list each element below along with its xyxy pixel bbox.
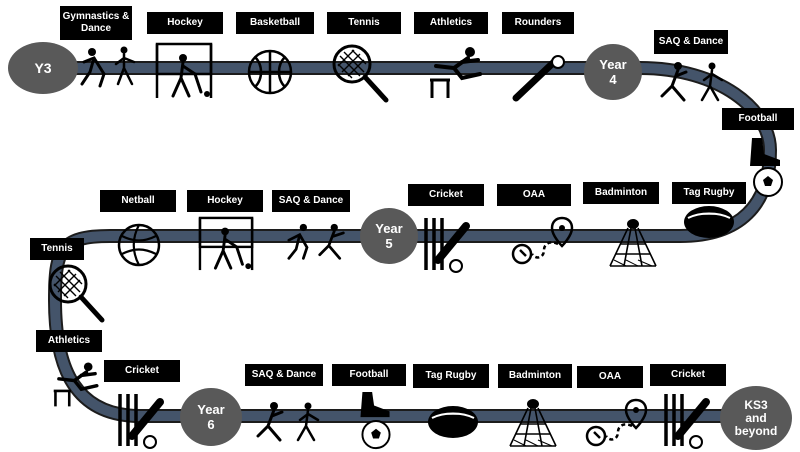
athletics-hurdles-icon (53, 362, 99, 407)
rounders-bat-icon (512, 55, 565, 102)
label-cricket2-y6: Cricket (650, 364, 726, 386)
hockey-icon (198, 216, 254, 271)
basketball-icon (247, 49, 293, 95)
year-circle-y3: Y3 (8, 42, 78, 94)
label-hockey: Hockey (147, 12, 223, 34)
hockey-icon (155, 42, 213, 98)
label-athletics-y6: Athletics (36, 330, 102, 352)
badminton-shuttlecock-icon (609, 219, 657, 267)
label-tag-rugby-y5: Tag Rugby (672, 182, 746, 204)
label-football-y6: Football (332, 364, 406, 386)
label-saq-dance: SAQ & Dance (654, 30, 728, 54)
tennis-racket-icon (48, 264, 105, 323)
label-football: Football (722, 108, 794, 130)
label-oaa-y6: OAA (577, 366, 643, 388)
oaa-map-pin-icon (585, 398, 648, 447)
saq-dance-icon (660, 62, 724, 102)
label-tennis-y5: Tennis (30, 238, 84, 260)
badminton-shuttlecock-icon (509, 399, 557, 447)
label-badminton-y5: Badminton (583, 182, 659, 204)
label-saq-dance-y6: SAQ & Dance (245, 364, 323, 386)
label-netball: Netball (100, 190, 176, 212)
label-basketball: Basketball (236, 12, 314, 34)
tennis-racket-icon (332, 44, 389, 103)
label-cricket-y6: Cricket (104, 360, 180, 382)
football-icon (750, 138, 783, 197)
label-tennis: Tennis (327, 12, 401, 34)
label-rounders: Rounders (502, 12, 574, 34)
year-circle-ks3: KS3 and beyond (720, 386, 792, 450)
athletics-hurdles-icon (430, 47, 482, 98)
year-circle-year6: Year 6 (180, 388, 242, 446)
cricket-icon (424, 218, 470, 273)
cricket-icon (118, 394, 164, 449)
label-tag-rugby-y6: Tag Rugby (413, 364, 489, 388)
tag-rugby-ball-icon (428, 406, 478, 438)
label-saq-dance-y5: SAQ & Dance (272, 190, 350, 212)
label-badminton-y6: Badminton (498, 364, 572, 388)
label-athletics: Athletics (414, 12, 488, 34)
football-icon (360, 391, 391, 450)
label-cricket-y5: Cricket (408, 184, 484, 206)
saq-dance-icon (256, 402, 320, 442)
saq-dance-icon (287, 223, 345, 260)
gymnastics-dance-icon (80, 46, 136, 88)
label-oaa-y5: OAA (497, 184, 571, 206)
tag-rugby-ball-icon (684, 206, 734, 238)
year-circle-year5: Year 5 (360, 208, 418, 264)
year-circle-year4: Year 4 (584, 44, 642, 100)
label-gymnastics-dance: Gymnastics & Dance (60, 6, 132, 40)
oaa-map-pin-icon (511, 216, 574, 265)
label-hockey-y5: Hockey (187, 190, 263, 212)
netball-icon (117, 223, 161, 267)
cricket-icon (664, 394, 710, 449)
